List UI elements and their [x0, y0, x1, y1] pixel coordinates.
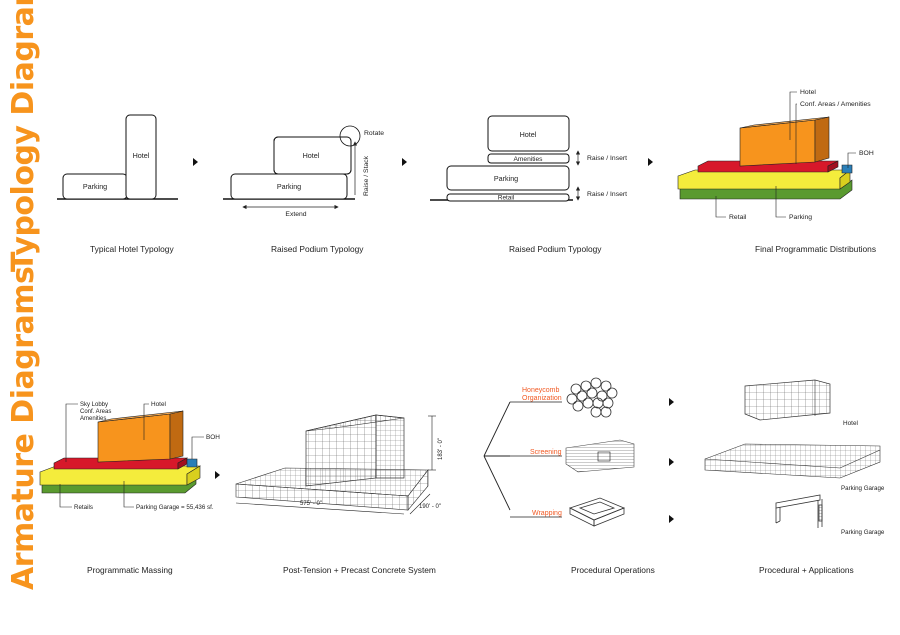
arrow-right-icon	[669, 515, 674, 523]
massing-boh-label: BOH	[206, 434, 220, 441]
procedural-operations-diagram: Honeycomb Organization Screening Wrappin…	[483, 377, 635, 527]
arrow-right-icon	[193, 158, 198, 166]
raise-insert-label-1: Raise / Insert	[587, 155, 627, 162]
arrow-right-icon	[648, 158, 653, 166]
honeycomb-icon	[566, 377, 618, 418]
podium1-hotel-label: Hotel	[303, 151, 320, 160]
raise-stack-label: Raise / Stack	[363, 155, 370, 196]
conf-areas-label: Conf. Areas	[80, 409, 111, 415]
procedural-applications-diagram: Hotel Parking Garage Parking Garage	[704, 379, 885, 536]
raised-podium-typology-caption-1: Raised Podium Typology	[271, 244, 364, 254]
extend-label: Extend	[285, 211, 306, 218]
rotate-label: Rotate	[364, 130, 384, 137]
structural-system-diagram: 183' - 0" 575' - 0" 190' - 0"	[235, 414, 444, 515]
procedural-applications-caption: Procedural + Applications	[759, 565, 854, 575]
final-conf-label: Conf. Areas / Amenities	[800, 101, 871, 108]
parking-garage-label-1: Parking Garage	[841, 485, 885, 492]
width-dimension-label: 190' - 0"	[419, 504, 441, 510]
arrow-right-icon	[669, 458, 674, 466]
raise-insert-label-2: Raise / Insert	[587, 191, 627, 198]
typical-hotel-label: Hotel	[133, 151, 150, 160]
raised-podium-typology-caption-2: Raised Podium Typology	[509, 244, 602, 254]
rotate-icon	[339, 125, 361, 147]
wrapping-label: Wrapping	[532, 510, 562, 517]
final-retail-label: Retail	[729, 214, 747, 221]
podium2-amenities-label: Amenities	[514, 156, 544, 163]
raised-podium-diagram-1: Parking Hotel Rotate Raise / Stack Exten…	[223, 125, 384, 218]
organization-label: Organization	[522, 395, 562, 402]
final-parking-label: Parking	[789, 214, 812, 221]
arrow-right-icon	[669, 398, 674, 406]
applications-hotel-label: Hotel	[843, 420, 858, 427]
podium2-parking-label: Parking	[494, 174, 518, 183]
typical-hotel-diagram: Parking Hotel	[57, 114, 178, 200]
programmatic-massing-caption: Programmatic Massing	[87, 565, 173, 575]
amenities-label: Amenities	[80, 416, 106, 422]
procedural-operations-caption: Procedural Operations	[571, 565, 655, 575]
raised-podium-diagram-2: Hotel Amenities Parking Retail Raise / I…	[430, 115, 627, 202]
honeycomb-label: Honeycomb	[522, 387, 559, 394]
typical-hotel-typology-caption: Typical Hotel Typology	[90, 244, 174, 254]
podium2-retail-label: Retail	[498, 195, 514, 202]
final-boh-label: BOH	[859, 150, 874, 157]
length-dimension-label: 575' - 0"	[300, 501, 322, 507]
final-distribution-diagram: Hotel Conf. Areas / Amenities BOH Retail…	[677, 89, 874, 221]
podium1-parking-label: Parking	[277, 182, 301, 191]
podium2-hotel-label: Hotel	[520, 130, 537, 139]
retails-label: Retails	[74, 504, 93, 511]
typical-parking-label: Parking	[83, 182, 107, 191]
final-programmatic-caption: Final Programmatic Distributions	[755, 244, 877, 254]
arrow-right-icon	[402, 158, 407, 166]
final-hotel-label: Hotel	[800, 89, 816, 96]
structural-system-caption: Post-Tension + Precast Concrete System	[283, 565, 436, 575]
sky-lobby-label: Sky Lobby	[80, 402, 108, 408]
arrow-right-icon	[215, 471, 220, 479]
parking-garage-label-2: Parking Garage	[841, 529, 885, 536]
parking-garage-area-label: Parking Garage = 55,436 sf.	[136, 504, 214, 511]
screening-icon	[565, 439, 635, 473]
programmatic-massing-diagram: Sky Lobby Conf. Areas Amenities Hotel BO…	[39, 401, 220, 511]
wrapping-icon	[568, 497, 626, 527]
screening-label: Screening	[530, 449, 562, 456]
height-dimension-label: 183' - 0"	[438, 438, 444, 460]
massing-hotel-label: Hotel	[151, 401, 166, 408]
